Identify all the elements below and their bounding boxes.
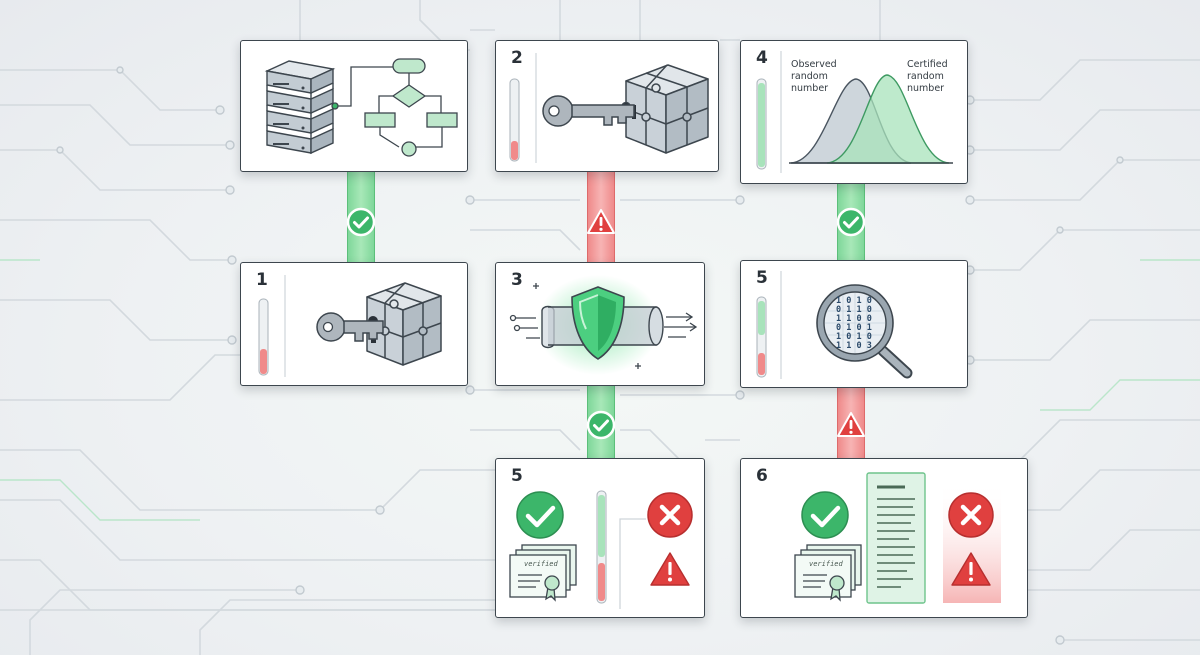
card-step-6: 6 verified [740,458,1028,618]
verification-panel: verified [509,490,693,609]
step-number: 6 [756,466,768,486]
check-icon [346,207,376,237]
certificate-label: verified [809,560,844,568]
document-icon [866,472,926,604]
certified-label-line-2: random [907,71,944,82]
certified-label-line-3: number [907,83,944,94]
step-number: 5 [511,466,523,486]
shield-tunnel-icon [509,275,698,375]
certificate-icon [794,544,862,602]
distribution-curves: Observed random number Certified random … [756,51,953,173]
observed-label-line-1: Observed [791,59,837,70]
card-step-4: 4 Observed random number Certified rando… [740,40,968,184]
observed-label-line-2: random [791,71,828,82]
step-number: 4 [756,48,768,68]
key-lock-cube-icon [258,275,442,377]
step-number: 3 [511,270,523,290]
card-step-3: 3 [495,262,705,386]
step-number: 2 [511,48,523,68]
binary-row: 1 0 1 0 [836,332,872,342]
warning-icon [587,209,615,234]
warning-icon [837,412,865,437]
binary-row: 1 1 0 3 [836,341,872,351]
server-stack-icon [264,58,458,157]
step-number: 1 [256,270,268,290]
step-number: 5 [756,268,768,288]
card-server-flowchart [240,40,468,172]
card-step-5-scan: 5 1 0 1 0 0 1 1 0 1 1 0 0 0 1 0 1 1 0 1 … [740,260,968,388]
check-icon [801,491,849,539]
certificate-icon [509,544,577,602]
card-step-5-verify: 5 verified [495,458,705,618]
report-panel: verified [794,472,1001,604]
certified-label-line-1: Certified [907,59,948,70]
certificate-label: verified [524,560,559,568]
binary-row: 0 1 0 1 [836,323,872,333]
card-step-1: 1 [240,262,468,386]
magnifier-icon: 1 0 1 0 0 1 1 0 1 1 0 0 0 1 0 1 1 0 1 0 … [756,271,913,379]
check-icon [586,410,616,440]
binary-row: 1 0 1 0 [836,296,872,306]
binary-row: 0 1 1 0 [836,305,872,315]
observed-label-line-3: number [791,83,828,94]
check-icon [836,207,866,237]
binary-row: 1 1 0 0 [836,314,872,324]
key-lock-cube-icon [509,53,709,163]
card-step-2: 2 2 [495,40,719,172]
check-icon [516,491,564,539]
